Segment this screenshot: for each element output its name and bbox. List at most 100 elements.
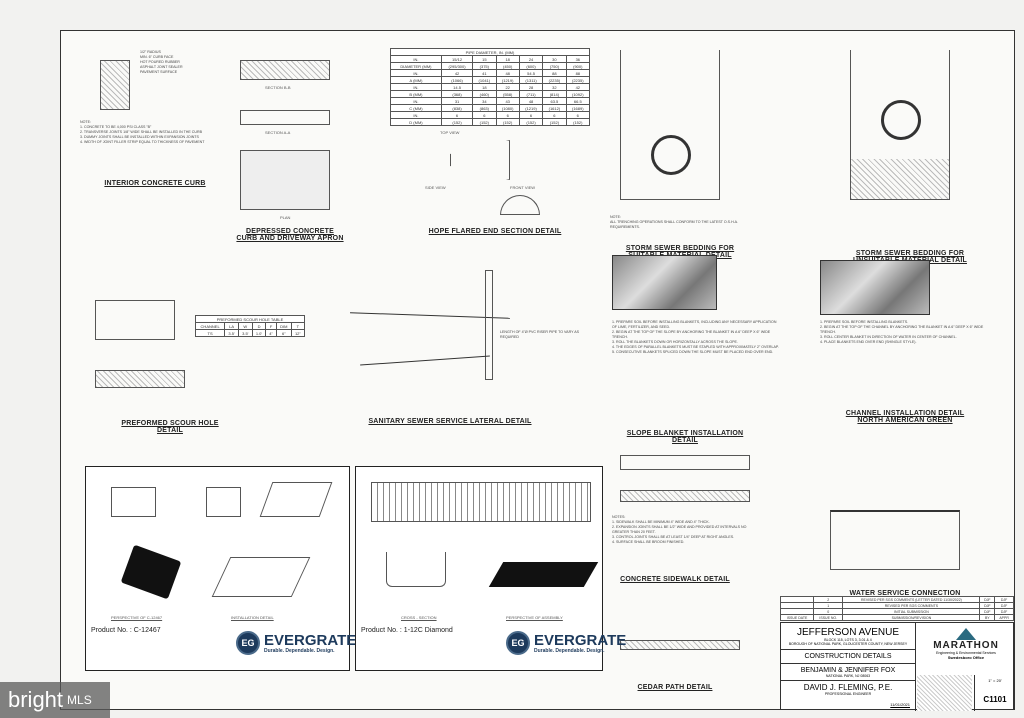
label-section-bb: SECTION B-B: [265, 85, 291, 90]
pipe-table-cell: (711): [518, 90, 544, 98]
pipe-table-row: B (MM)(368)(460)(558)(711)(814)(1092): [390, 90, 591, 98]
seal-area: [917, 675, 972, 711]
plan-drawing: [240, 150, 330, 210]
pipe-table-cell: (450): [495, 62, 520, 70]
scour-table-cell: 3.5': [224, 329, 239, 337]
label-installation: INSTALLATION DETAIL: [231, 615, 274, 620]
pipe-table-cell: 18: [495, 55, 520, 63]
scour-table-cell: DIM: [275, 322, 292, 330]
pipe-table-cell: (863): [472, 104, 497, 112]
pipe-table-cell: 15: [472, 55, 497, 63]
pipe-table-cell: (814): [542, 90, 567, 98]
client-name: BENJAMIN & JENNIFER FOX: [781, 663, 915, 674]
pipe-table-cell: IN.: [390, 69, 442, 77]
pipe-table-cell: (375): [472, 62, 497, 70]
project-block: BLOCK 115, LOTS 3, 3.01 & 4: [824, 638, 872, 642]
evergrate-panel-2: CROSS - SECTION PERSPECTIVE OF ASSEMBLY …: [355, 466, 626, 671]
title-sidewalk: CONCRETE SIDEWALK DETAIL: [620, 576, 730, 583]
title-interior-curb: INTERIOR CONCRETE CURB: [104, 180, 206, 187]
firm-subtitle: Engineering & Environmental Services: [936, 651, 996, 655]
pipe-table-cell: (838): [440, 104, 474, 112]
marathon-logo-icon: [956, 628, 976, 640]
pipe-table-cell: (2235): [565, 76, 591, 84]
pipe-table-cell: 42: [565, 83, 591, 91]
firm-name: MARATHON: [933, 640, 999, 651]
pipe-table-cell: 6: [565, 111, 591, 119]
pipe-table-cell: (460): [472, 90, 497, 98]
pipe-table-cell: (152): [472, 118, 497, 126]
pipe-table-cell: 43: [495, 97, 520, 105]
front-view-drawing: [111, 487, 156, 517]
pipe-table-cell: (1092): [565, 90, 591, 98]
pipe-table-cell: 14.5: [440, 83, 474, 91]
title-driveway-apron: DEPRESSED CONCRETE CURB AND DRIVEWAY APR…: [236, 228, 344, 242]
section-drawing: [206, 487, 241, 517]
revision-cell: ISSUE DATE: [779, 614, 815, 621]
installation-drawing: [211, 557, 311, 597]
brand-tagline: Durable. Dependable. Design.: [534, 647, 605, 654]
client-address: NATIONAL PARK, NJ 08063: [825, 674, 871, 678]
beam-drawing: [259, 482, 333, 517]
label-front-view: FRONT VIEW: [510, 185, 536, 190]
watermark-brand: bright: [8, 687, 64, 712]
watermark-suffix: MLS: [67, 693, 92, 707]
pipe-table-cell: 30: [542, 55, 567, 63]
scour-table-cell: 3.5': [237, 329, 253, 337]
pipe-table-cell: (152): [565, 118, 591, 126]
pipe-table-cell: 36: [565, 55, 591, 63]
revision-cell: BY: [979, 614, 996, 621]
scour-table-cell: LA: [224, 322, 239, 330]
title-scour-hole: PREFORMED SCOUR HOLE DETAIL: [121, 420, 219, 434]
product-number: Product No. : 1-12C Diamond: [361, 627, 453, 634]
sign-date: 11/01/2021: [890, 702, 910, 707]
product-number: Product No. : C-12467: [91, 627, 161, 634]
pipe-table-cell: (1080): [495, 104, 520, 112]
channel-perspective: [120, 544, 182, 600]
scour-table-cell: W: [237, 322, 253, 330]
scour-section: [95, 370, 185, 388]
pipe-table-cell: 48: [495, 69, 520, 77]
pipe-table-cell: (152): [495, 118, 520, 126]
pipe-table-row: A (MM)(1066)(1041)(1219)(1311)(2235)(223…: [390, 76, 591, 84]
scour-table-cell: 6": [275, 329, 292, 337]
channel-illustration: [820, 260, 930, 315]
label-section-aa: SECTION A-A: [265, 130, 291, 135]
cedar-path-section: [620, 640, 740, 650]
pipe-table-cell: 32: [542, 83, 567, 91]
scour-plan: [95, 300, 175, 340]
label-side-view: SIDE VIEW: [425, 185, 446, 190]
pipe-table-cell: (750): [542, 62, 567, 70]
pipe-table-cell: (1689): [565, 104, 591, 112]
section-aa-drawing: [240, 110, 330, 125]
pipe-table-cell: (152): [542, 118, 567, 126]
brand-tagline: Durable. Dependable. Design.: [264, 647, 335, 654]
revision-cell: APPR: [994, 614, 1014, 621]
scour-table-cell: TS: [194, 329, 226, 337]
pipe-table-cell: (1311): [518, 76, 544, 84]
pipe-table-cell: (1041): [472, 76, 497, 84]
pipe-table-title: PIPE DIAMETER, IN. (MM): [390, 48, 590, 56]
pipe-table-cell: 6: [472, 111, 497, 119]
pipe-table-cell: 48: [518, 97, 544, 105]
engineer-name: DAVID J. FLEMING, P.E.: [781, 680, 915, 692]
pipe-table-cell: 34: [472, 97, 497, 105]
scour-table-cell: 12": [290, 329, 306, 337]
pipe-table-row: C (MM)(838)(863)(1080)(1219)(1612)(1689): [390, 104, 591, 112]
firm-office: Swedesboro Office: [947, 655, 985, 660]
storm-suitable-trench: [620, 50, 720, 200]
pipe-table-cell: D (MM): [390, 118, 442, 126]
scale: 1" = 20': [988, 678, 1002, 683]
section-bb-drawing: [240, 60, 330, 80]
pipe-table-cell: (152): [440, 118, 474, 126]
pipe-table-cell: 31: [440, 97, 474, 105]
pipe-table-cell: 54.5: [518, 69, 544, 77]
scour-table-cell: T: [290, 322, 306, 330]
